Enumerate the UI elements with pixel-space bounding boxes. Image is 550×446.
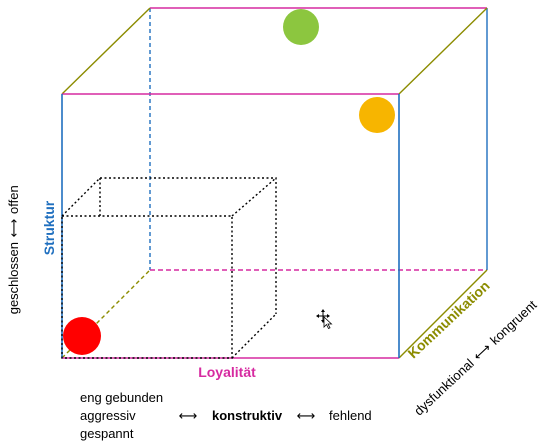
communication-scale-right: kongruent bbox=[487, 297, 540, 348]
loyalty-scale-left-line-1: eng gebunden bbox=[80, 390, 163, 405]
communication-scale-left: dysfunktional bbox=[411, 356, 477, 419]
loyalty-scale-left-line-2: aggressiv bbox=[80, 408, 136, 423]
loyalty-scale-left-line-3: gespannt bbox=[80, 426, 134, 441]
loyalty-scale-right: fehlend bbox=[329, 408, 372, 423]
green-marker bbox=[283, 9, 319, 45]
structure-scale-right: offen bbox=[6, 185, 21, 214]
loyalty-scale-center: konstruktiv bbox=[212, 408, 283, 423]
structure-axis-title: Struktur bbox=[41, 200, 57, 255]
loyalty-scale-arrow-1: ⟷ bbox=[179, 408, 198, 423]
loyalty-axis-title: Loyalität bbox=[198, 364, 256, 380]
orange-marker bbox=[359, 97, 395, 133]
top-right-depth-edge bbox=[398, 7, 488, 95]
structure-scale: geschlossen ⟷ offen bbox=[6, 185, 21, 314]
communication-scale-arrow: ⟷ bbox=[470, 340, 494, 364]
inner-dotted-cube bbox=[61, 177, 277, 359]
bottom-right-depth-edge bbox=[398, 269, 488, 359]
communication-scale: dysfunktional ⟷ kongruent bbox=[411, 297, 540, 419]
structure-scale-arrow: ⟷ bbox=[6, 219, 21, 238]
top-left-depth-edge bbox=[61, 7, 151, 95]
loyalty-scale-arrow-2: ⟷ bbox=[297, 408, 316, 423]
structure-scale-left: geschlossen bbox=[6, 242, 21, 314]
red-marker bbox=[63, 317, 101, 355]
move-cursor-icon bbox=[316, 309, 333, 330]
